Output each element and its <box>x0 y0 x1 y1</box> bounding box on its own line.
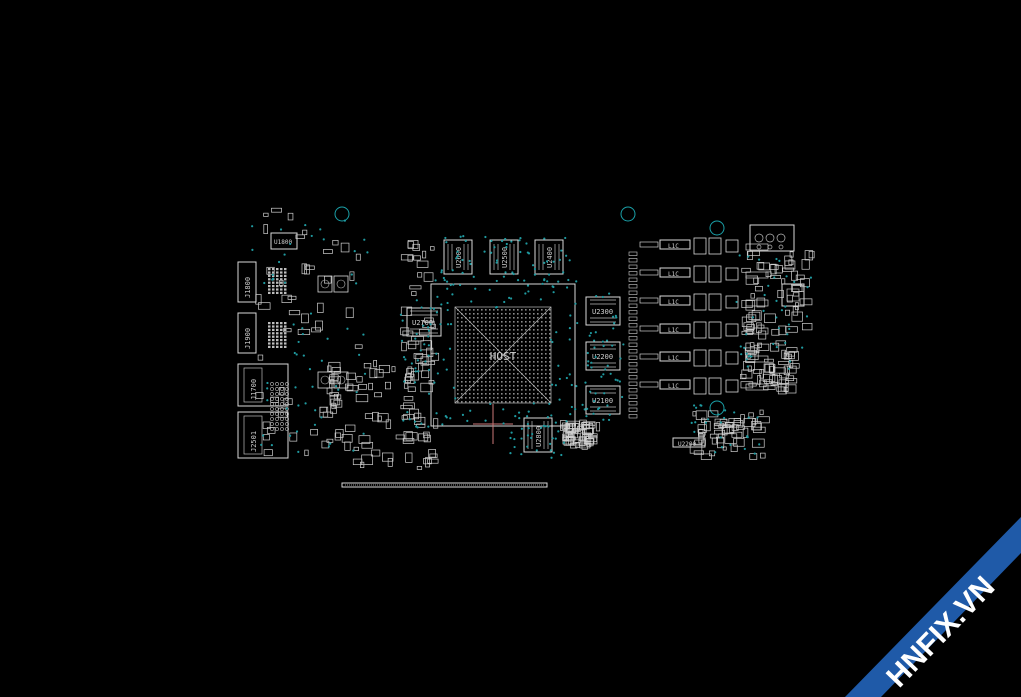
vrm-phase-6[interactable]: L1C <box>659 379 691 390</box>
vrm-phase-2[interactable]: L1C <box>659 267 691 278</box>
memory-chip-u2300[interactable]: U2300 <box>585 296 621 326</box>
mount-hole-3 <box>709 220 725 236</box>
vrm-phase-1[interactable]: L1C <box>659 239 691 250</box>
connector-label: J2501 <box>250 431 258 452</box>
gpu-ball-grid <box>457 309 551 403</box>
watermark-text: HNFIX.VN <box>880 570 1001 694</box>
vrm-phase-5[interactable]: L1C <box>659 351 691 362</box>
component-u2200-small[interactable]: U2200 <box>672 437 706 448</box>
power-connector[interactable] <box>749 224 795 252</box>
memory-chip-u2100[interactable]: U2100 <box>585 385 621 415</box>
component-label: U1800 <box>274 239 292 246</box>
hnfix-watermark: HNFIX.VN <box>845 517 1021 697</box>
memory-chip-label: U2100 <box>592 397 613 405</box>
vrm-label: L1C <box>668 355 679 362</box>
chip-label: U2800 <box>535 426 543 447</box>
via-field <box>251 219 813 459</box>
connector-label: J1900 <box>244 328 252 349</box>
memory-chip-label: U2300 <box>592 308 613 316</box>
component-u1800[interactable]: U1800 <box>270 232 298 250</box>
connector-label: J1700 <box>250 379 258 400</box>
watermark-band <box>845 517 1021 697</box>
pcie-edge-connector <box>341 482 548 488</box>
mount-hole-2 <box>620 206 636 222</box>
component-label: U2200 <box>678 441 696 448</box>
vrm-label: L1C <box>668 299 679 306</box>
vrm-label: L1C <box>668 243 679 250</box>
memory-chip-label: U2500 <box>501 247 509 268</box>
connector-j1900[interactable]: J1900 <box>237 312 257 354</box>
memory-chip-label: U2600 <box>455 247 463 268</box>
memory-chip-label: U2400 <box>546 247 554 268</box>
connector-j2501[interactable]: J2501 <box>237 411 289 459</box>
memory-chip-u2400[interactable]: U2400 <box>534 239 564 275</box>
mount-hole-1 <box>334 206 350 222</box>
memory-chip-label: U2200 <box>592 353 613 361</box>
vrm-phase-4[interactable]: L1C <box>659 323 691 334</box>
memory-chip-u2500[interactable]: U2500 <box>489 239 519 275</box>
small-components <box>255 207 815 470</box>
vrm-label: L1C <box>668 327 679 334</box>
memory-chip-u2600[interactable]: U2600 <box>443 239 473 275</box>
connector-j1800[interactable]: J1800 <box>237 261 257 303</box>
mount-hole-4 <box>709 400 725 416</box>
gpu-label: HOST <box>490 350 517 363</box>
connector-label: J1800 <box>244 277 252 298</box>
pwm-controller <box>781 283 805 307</box>
vrm-label: L1C <box>668 271 679 278</box>
gpu-package[interactable]: HOST <box>430 283 576 444</box>
vrm-phase-3[interactable]: L1C <box>659 295 691 306</box>
vrm-label: L1C <box>668 383 679 390</box>
